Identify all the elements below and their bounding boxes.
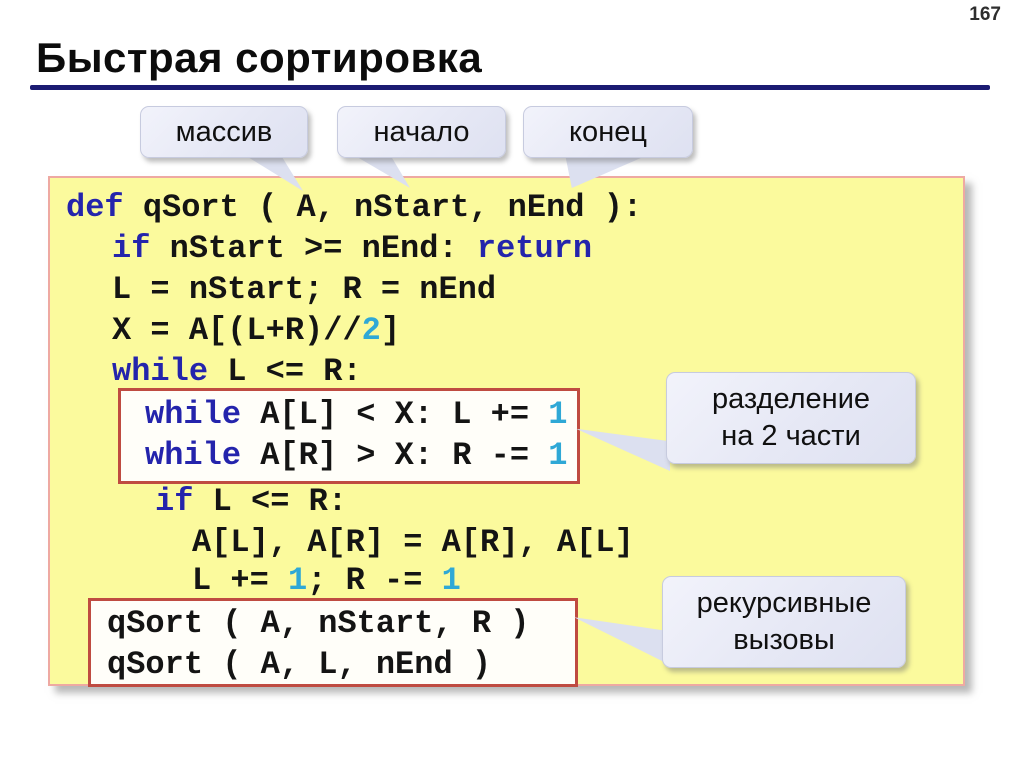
code-text: A[R] > X: R -= [260,437,549,474]
callout-partition-line1: разделение [711,382,871,415]
code-text: qSort ( A, nStart, R ) [107,605,530,642]
code-line-if-swap: if L <= R: [155,486,347,518]
number-literal: 1 [548,396,568,433]
number-literal: 1 [441,562,461,599]
keyword: while [145,437,261,474]
keyword: if [155,483,213,520]
code-text: A[L], A[R] = A[R], A[L] [192,524,634,561]
code-line-guard: if nStart >= nEnd: return [112,233,592,265]
slide-title: Быстрая сортировка [36,34,483,81]
recursion-highlight-box: qSort ( A, nStart, R ) qSort ( A, L, nEn… [88,598,578,687]
code-text: qSort ( A, nStart, nEnd ): [142,189,643,226]
callout-start: начало [337,106,506,158]
keyword: if [112,230,170,267]
title-underline [30,85,990,90]
code-line-scan-left: while A[L] < X: L += 1 [145,399,567,431]
number-literal: 1 [548,437,568,474]
code-text: qSort ( A, L, nEnd ) [107,646,492,683]
number-literal: 1 [288,562,308,599]
code-text: A[L] < X: L += [260,396,549,433]
code-line-swap: A[L], A[R] = A[R], A[L] [192,527,634,559]
callout-array-label: массив [175,115,273,148]
callout-start-label: начало [373,115,470,148]
keyword: def [66,189,143,226]
callout-recursion-label: рекурсивные вызовы [697,585,872,659]
code-text: L = nStart; R = nEnd [112,271,497,308]
code-line-init-lr: L = nStart; R = nEnd [112,274,496,306]
callout-end-label: конец [569,115,647,148]
code-line-advance: L += 1; R -= 1 [192,565,461,597]
code-line-recurse-left: qSort ( A, nStart, R ) [107,608,529,640]
code-text: ] [380,312,401,349]
code-text: L <= R: [212,483,348,520]
callout-recursion-line1: рекурсивные [696,586,872,619]
callout-end: конец [523,106,693,158]
partition-highlight-box: while A[L] < X: L += 1 while A[R] > X: R… [118,388,580,484]
callout-array: массив [140,106,308,158]
code-text: X = A[(L+R)// [112,312,362,349]
keyword: return [476,230,593,267]
keyword: while [145,396,261,433]
code-line-scan-right: while A[R] > X: R -= 1 [145,440,567,472]
callout-partition-label: разделение на 2 части [712,381,870,455]
keyword: while [112,353,228,390]
code-text: L <= R: [227,353,362,390]
number-literal: 2 [361,312,381,349]
code-line-recurse-right: qSort ( A, L, nEnd ) [107,649,491,681]
page-number: 167 [969,4,1001,25]
callout-recursion: рекурсивные вызовы [662,576,906,668]
callout-partition: разделение на 2 части [666,372,916,464]
code-line-pivot: X = A[(L+R)//2] [112,315,400,347]
code-text: L += [192,562,289,599]
callout-recursion-line2: вызовы [733,624,835,656]
callout-partition-line2: на 2 части [721,420,861,452]
code-line-while-outer: while L <= R: [112,356,362,388]
code-text: ; R -= [307,562,442,599]
code-text: nStart >= nEnd: [169,230,477,267]
code-line-def: def qSort ( A, nStart, nEnd ): [66,192,642,224]
